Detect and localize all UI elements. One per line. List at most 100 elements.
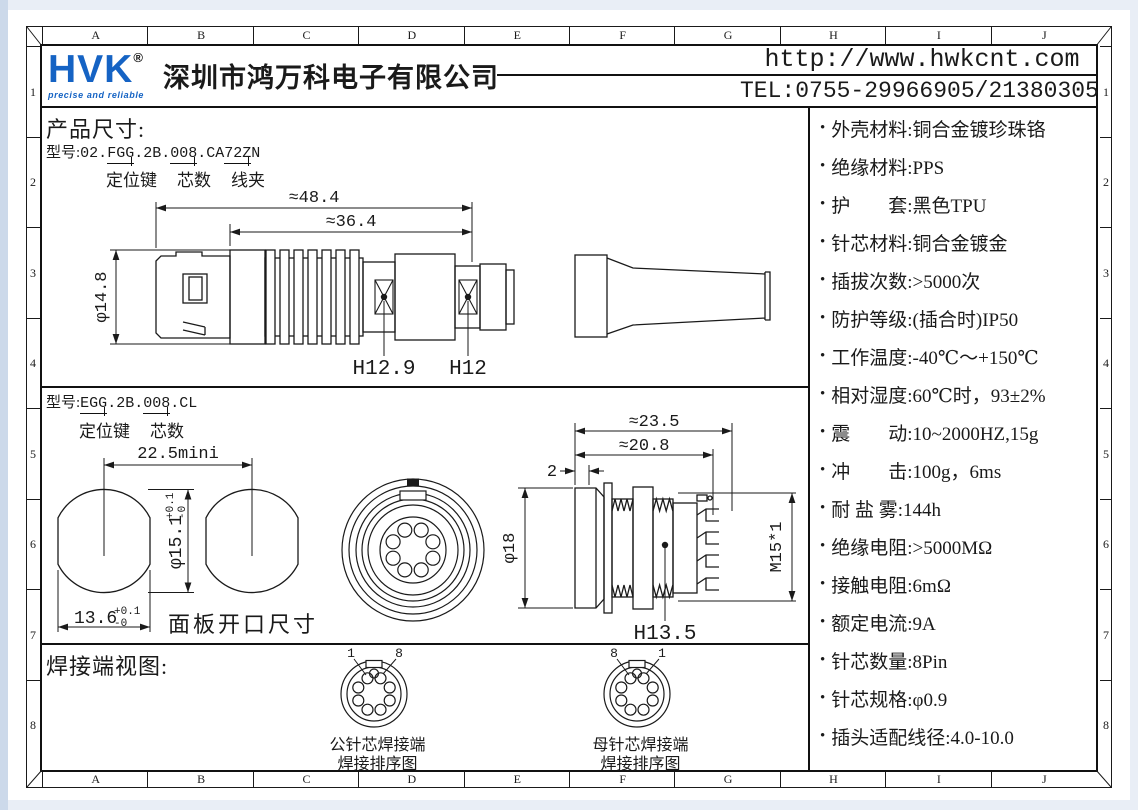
- bullet-icon: •: [820, 271, 826, 288]
- specs-divider-rule: [808, 106, 810, 772]
- dim-cutout-diameter-tol-plus: +0.1: [165, 492, 177, 519]
- panel-cutout-caption: 面板开口尺寸: [168, 612, 319, 637]
- model-part-label-keying: 定位键: [106, 171, 157, 190]
- company-name: 深圳市鸿万科电子有限公司: [163, 63, 499, 93]
- female-pinout-caption: 母针芯焊接端 焊接排序图: [568, 736, 713, 774]
- spec-item: • 冲 击:100g，6ms: [812, 451, 1096, 489]
- spec-item: •针芯规格:φ0.9: [812, 679, 1096, 717]
- bullet-icon: •: [820, 423, 826, 440]
- spec-item-text: 插头适配线径:4.0-10.0: [831, 727, 1014, 749]
- spec-item-text: 绝缘材料:PPS: [831, 157, 945, 179]
- grid-ref-label: I: [885, 772, 991, 787]
- dim-h1-label: H12.9: [352, 358, 415, 381]
- dim-cutout-width-tol-plus: +0.1: [114, 606, 141, 618]
- grid-ref-label: C: [252, 772, 359, 787]
- grid-ref-label: B: [147, 772, 253, 787]
- caption-line: 焊接排序图: [600, 756, 681, 773]
- grid-ref-label: F: [569, 772, 675, 787]
- grid-ref-label: D: [358, 772, 464, 787]
- spec-item: •针芯材料:铜合金镀金: [812, 223, 1096, 261]
- spec-item-text: 震 动:10~2000HZ,15g: [831, 423, 1039, 445]
- grid-ref-label: 8: [26, 679, 40, 772]
- bullet-icon: •: [820, 575, 826, 592]
- dim-cutout-diameter-tol-minus: -0: [177, 506, 189, 519]
- spec-item-text: 冲 击:100g，6ms: [831, 461, 1002, 483]
- model-code-part: .2B.: [107, 395, 144, 412]
- model-code-part: FGG: [107, 145, 135, 164]
- grid-ref-label: E: [463, 772, 570, 787]
- caption-line: 焊接排序图: [337, 756, 418, 773]
- model-leader-line: [104, 407, 105, 416]
- model-part-label-clamp: 线夹: [231, 171, 265, 190]
- model-code-part: 72Z: [224, 145, 252, 164]
- bullet-icon: •: [820, 537, 826, 554]
- dim-thread-spec: M15*1: [768, 521, 787, 572]
- grid-ref-label: 5: [26, 408, 40, 500]
- bullet-icon: •: [820, 461, 826, 478]
- grid-ref-label: 1: [26, 46, 40, 138]
- grid-ref-label: H: [779, 26, 886, 44]
- spec-item: •防护等级:(插合时)IP50: [812, 299, 1096, 337]
- spec-list: •外壳材料:铜合金镀珍珠铬•绝缘材料:PPS•护 套:黑色TPU•针芯材料:铜合…: [812, 109, 1096, 755]
- spec-item: •外壳材料:铜合金镀珍珠铬: [812, 109, 1096, 147]
- dim-body-length: ≈36.4: [325, 213, 376, 232]
- grid-ref-label: 4: [1100, 317, 1112, 410]
- grid-ref-label: 2: [1100, 136, 1112, 229]
- model-code-part: N: [251, 145, 261, 162]
- dim-overall-length: ≈48.4: [288, 189, 339, 208]
- dim-cutout-width-tol-minus: -0: [114, 618, 127, 630]
- grid-ref-label: E: [463, 26, 570, 44]
- dim-cutout-diameter: φ15.1: [167, 515, 187, 569]
- model-part-label-keying: 定位键: [79, 422, 130, 441]
- spec-item-text: 额定电流:9A: [831, 613, 936, 635]
- model-label: 型号:: [46, 145, 81, 161]
- bullet-icon: •: [820, 385, 826, 402]
- grid-ref-label: F: [569, 26, 675, 44]
- grid-ref-label: 7: [26, 589, 40, 681]
- bullet-icon: •: [820, 499, 826, 516]
- grid-ref-label: 7: [1100, 589, 1112, 681]
- logo-text: HVK: [48, 48, 134, 91]
- grid-ref-label: 4: [26, 317, 40, 410]
- dim-plug-diameter: φ14.8: [93, 271, 112, 322]
- drawing-frame-inner: [40, 44, 1098, 772]
- model-number-line-2: 型号:EGG.2B.008.CL: [46, 391, 197, 414]
- grid-ref-label: I: [885, 26, 991, 44]
- dim-h2-label: H12: [449, 358, 487, 381]
- grid-ref-label: J: [990, 772, 1097, 787]
- bullet-icon: •: [820, 233, 826, 250]
- bullet-icon: •: [820, 119, 826, 136]
- section2-divider-rule: [40, 643, 810, 645]
- connector-face-view-drawing: [341, 478, 485, 622]
- spec-item: •绝缘材料:PPS: [812, 147, 1096, 185]
- strain-relief-boot-drawing: [574, 254, 771, 338]
- spec-item: • 绝缘电阻:>5000MΩ: [812, 527, 1096, 565]
- model-code-part: 008: [170, 145, 198, 164]
- spec-item-text: 相对湿度:60℃时，93±2%: [831, 385, 1046, 407]
- grid-ref-label: C: [252, 26, 359, 44]
- dim-total-length: ≈23.5: [628, 413, 679, 432]
- model-code-part: .2B.: [134, 145, 171, 162]
- spec-item: •护 套:黑色TPU: [812, 185, 1096, 223]
- spec-item-text: 工作温度:-40℃～+150℃: [831, 347, 1039, 369]
- logo-tagline: precise and reliable: [48, 90, 145, 100]
- model-code-part: 008: [143, 395, 171, 414]
- model-leader-line: [167, 407, 168, 416]
- section1-divider-rule: [40, 386, 810, 388]
- grid-ref-label: 8: [1100, 679, 1112, 772]
- grid-ref-label: J: [990, 26, 1097, 44]
- model-number-line-1: 型号:02.FGG.2B.008.CA72ZN: [46, 141, 261, 164]
- spec-item: • 接触电阻:6mΩ: [812, 565, 1096, 603]
- dim-flange-thickness: 2: [547, 463, 557, 482]
- grid-ref-label: G: [674, 26, 780, 44]
- dim-thread-length: ≈20.8: [618, 437, 669, 456]
- bullet-icon: •: [820, 727, 826, 744]
- spec-item-text: 针芯数量:8Pin: [831, 651, 948, 673]
- spec-item-text: 接触电阻:6mΩ: [831, 575, 951, 597]
- bullet-icon: •: [820, 651, 826, 668]
- male-pinout-caption: 公针芯焊接端 焊接排序图: [305, 736, 450, 774]
- company-telephone: TEL:0755-29966905/21380305: [740, 78, 1099, 104]
- spec-item-text: 绝缘电阻:>5000MΩ: [831, 537, 993, 559]
- registered-trademark-icon: ®: [133, 50, 143, 65]
